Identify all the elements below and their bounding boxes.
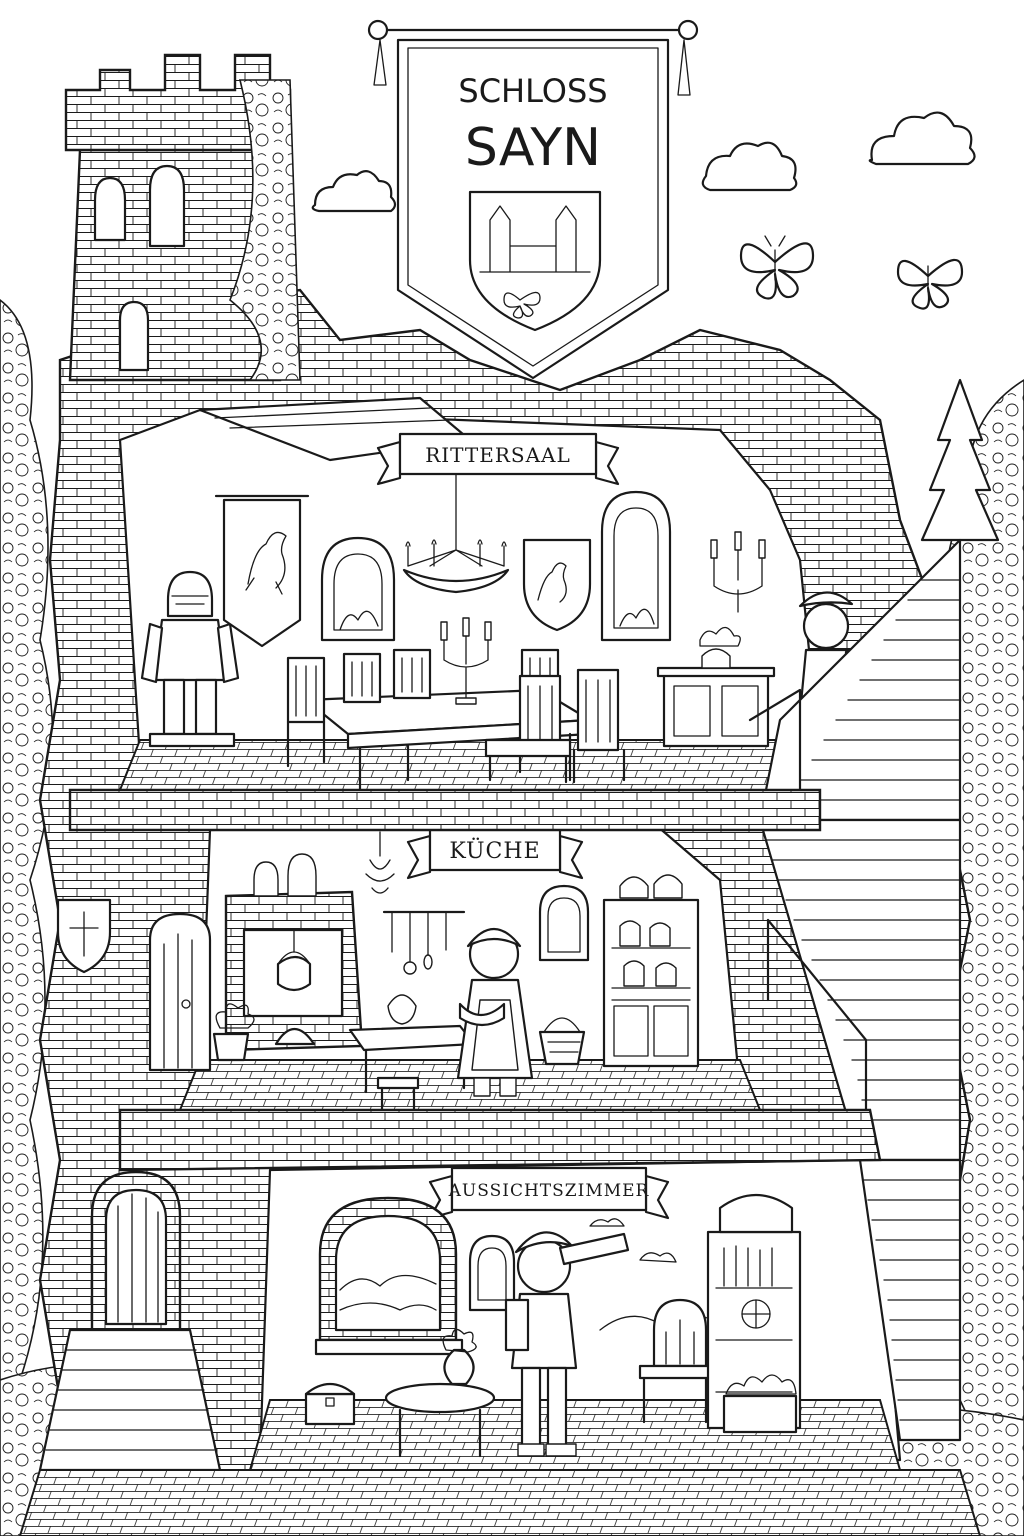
landscape-arch-window <box>314 1196 464 1356</box>
bookshelf <box>706 1193 802 1430</box>
cross-shield <box>56 898 112 974</box>
butterfly-icon <box>739 235 815 300</box>
dining-chair <box>572 668 626 784</box>
kitchen-hearth <box>224 853 364 1052</box>
reading-chair <box>638 1298 712 1424</box>
dining-chair <box>484 674 572 784</box>
wall-candelabra <box>710 531 766 613</box>
treasure-chest <box>304 1382 356 1426</box>
aussichtszimmer-label-ribbon: AUSSICHTSZIMMER <box>428 1166 670 1220</box>
sideboard-cabinet <box>656 626 776 748</box>
kitchen-dresser <box>602 874 700 1068</box>
dining-chair <box>392 648 432 700</box>
dining-chair <box>286 656 326 768</box>
kitchen-stool <box>376 1076 420 1114</box>
potted-flower <box>212 1003 255 1062</box>
coat-of-arms-shield-icon <box>468 190 602 332</box>
kueche-window <box>538 884 590 962</box>
banner-tassel <box>373 39 691 96</box>
utensil-rack <box>382 910 466 975</box>
cloud <box>311 170 397 213</box>
mixing-bowl <box>458 1002 506 1027</box>
backpack <box>504 1298 530 1352</box>
title-banner: SCHLOSS SAYN <box>367 19 699 380</box>
lower-left-stairs <box>38 1328 222 1472</box>
round-side-table <box>384 1328 496 1458</box>
lower-right-stairs <box>858 1158 962 1442</box>
flower-planter-box <box>722 1374 798 1434</box>
flower-vase <box>443 1348 475 1386</box>
rittersaal-floor <box>118 739 802 791</box>
rittersaal-room: RITTERSAAL <box>118 396 962 842</box>
rittersaal-label-ribbon: RITTERSAAL <box>376 432 620 486</box>
heraldic-shield <box>522 538 592 632</box>
aussichtszimmer-room: AUSSICHTSZIMMER <box>38 1158 962 1472</box>
floor-slab-upper <box>68 788 822 832</box>
dining-chair <box>342 652 382 704</box>
banner-title-line2: SAYN <box>465 118 601 178</box>
hanging-herbs <box>365 831 395 894</box>
bread-bowl <box>387 994 417 1025</box>
girl-cook <box>456 928 534 1097</box>
tower-window <box>118 300 150 372</box>
rittersaal-label: RITTERSAAL <box>425 443 571 467</box>
tower-window <box>148 164 186 248</box>
lower-arch-door[interactable] <box>90 1170 182 1332</box>
wicker-basket <box>538 1017 586 1066</box>
kueche-room: KÜCHE <box>56 818 962 1162</box>
cloud <box>701 141 798 192</box>
rittersaal-tall-window <box>600 490 672 642</box>
knight-armor-statue <box>140 570 240 748</box>
chandelier <box>402 473 510 594</box>
lion-tapestry <box>214 494 310 648</box>
ground-cobblestones <box>18 1469 982 1536</box>
cooking-pot <box>276 955 312 992</box>
kitchen-table <box>348 994 476 1094</box>
aussichtszimmer-label: AUSSICHTSZIMMER <box>448 1181 650 1201</box>
cloud <box>868 111 976 166</box>
tower-ivy <box>229 79 301 381</box>
kueche-label-ribbon: KÜCHE <box>406 826 584 880</box>
left-ivy-foliage <box>0 298 54 1536</box>
kueche-label: KÜCHE <box>449 837 540 864</box>
boy-with-telescope <box>504 1231 630 1457</box>
kitchen-door[interactable] <box>148 912 212 1072</box>
telescope <box>558 1232 630 1266</box>
round-tower <box>64 53 301 382</box>
butterfly-icon <box>896 258 964 310</box>
rittersaal-window <box>320 536 396 642</box>
floor-slab-middle <box>118 1108 882 1172</box>
banner-title-line1: SCHLOSS <box>458 72 607 110</box>
table-candelabra <box>440 617 492 705</box>
tower-window <box>93 176 127 242</box>
narrow-arch-window <box>468 1234 516 1312</box>
